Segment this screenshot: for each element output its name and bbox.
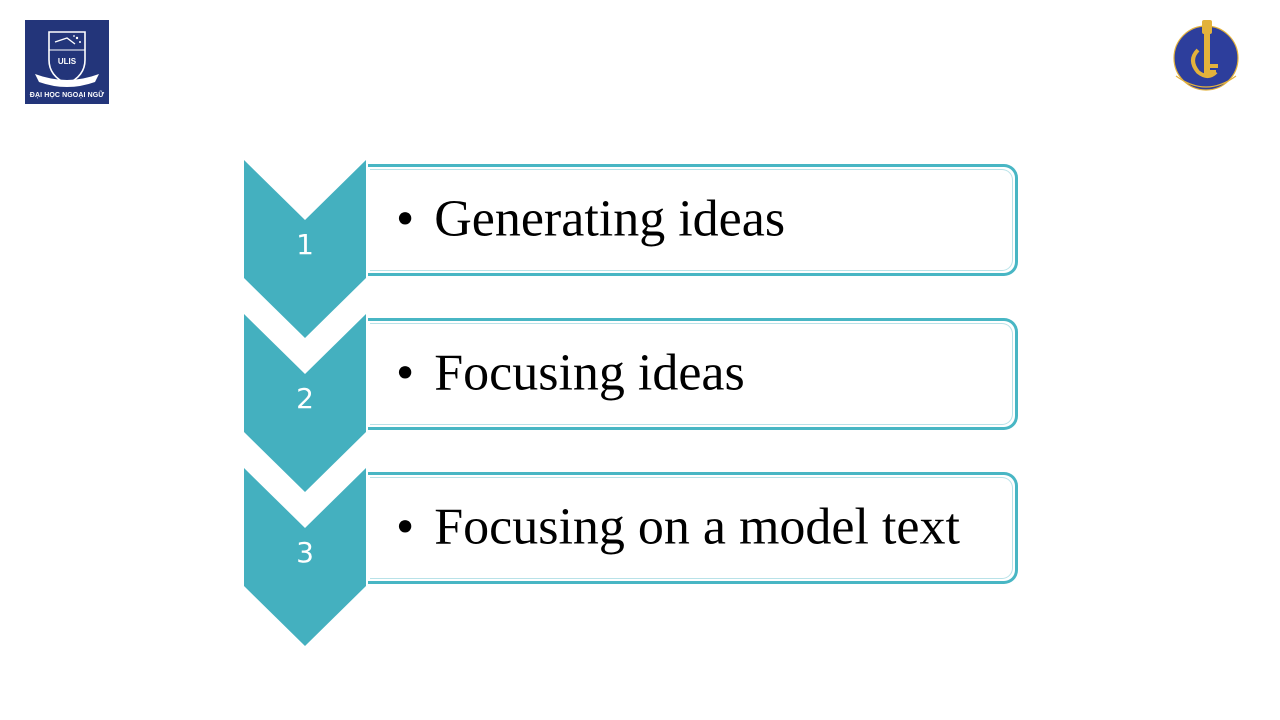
step-number-2: 2 xyxy=(296,382,314,415)
national-foreign-language-project-icon xyxy=(1173,20,1239,91)
step-text-3: • Focusing on a model text xyxy=(396,497,960,556)
step-text-1: • Generating ideas xyxy=(396,189,785,248)
step-number-1: 1 xyxy=(296,228,314,261)
bullet: • xyxy=(396,498,415,556)
step-box-2: • Focusing ideas xyxy=(368,318,1018,430)
step-label: Generating ideas xyxy=(434,190,786,248)
step-label: Focusing on a model text xyxy=(434,498,960,556)
bullet: • xyxy=(396,190,415,248)
step-chevron-2 xyxy=(244,314,366,492)
bullet: • xyxy=(396,344,415,402)
step-number-3: 3 xyxy=(296,536,314,569)
step-chevron-3 xyxy=(244,468,366,646)
ulis-crest-icon: ULIS xyxy=(35,31,99,87)
logo-caption: ĐẠI HỌC NGOẠI NGỮ xyxy=(29,92,105,99)
step-label: Focusing ideas xyxy=(434,344,745,402)
svg-text:ULIS: ULIS xyxy=(58,57,77,66)
step-chevron-1 xyxy=(244,160,366,338)
ulis-logo: ULIS ĐẠI HỌC NGOẠI NGỮ xyxy=(25,20,109,104)
step-box-1: • Generating ideas xyxy=(368,164,1018,276)
project-logo xyxy=(1168,16,1244,96)
step-box-3: • Focusing on a model text xyxy=(368,472,1018,584)
step-text-2: • Focusing ideas xyxy=(396,343,745,402)
